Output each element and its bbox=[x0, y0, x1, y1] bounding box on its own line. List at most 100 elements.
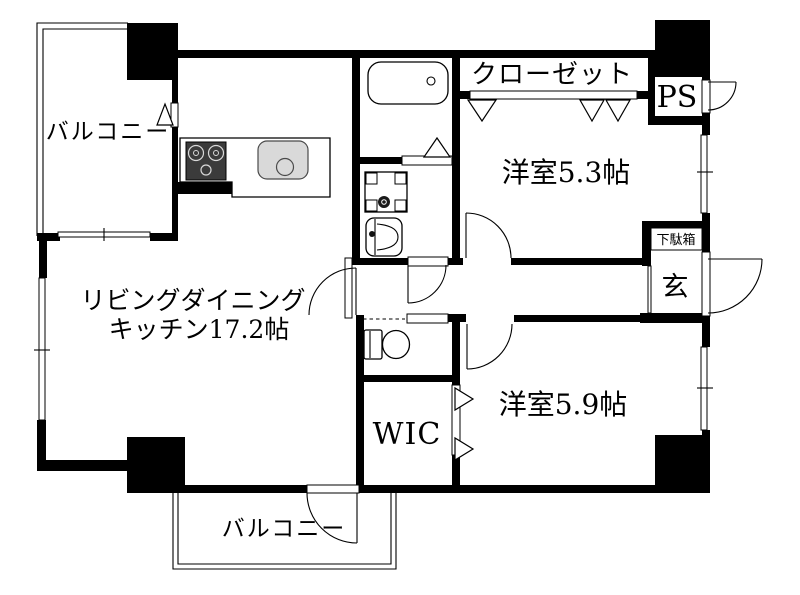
wall-central-right bbox=[452, 50, 460, 265]
washing-pan-drain bbox=[378, 196, 390, 208]
washing-pan-corner bbox=[394, 199, 407, 212]
washing-pan-corner bbox=[394, 172, 407, 185]
balcony-top-inner-line bbox=[42, 28, 128, 236]
wall-hall-top-c bbox=[511, 258, 643, 265]
bathroom-door-marker bbox=[422, 136, 452, 158]
door-openings bbox=[170, 79, 711, 494]
wall-central-left-lower bbox=[356, 315, 364, 493]
shoe-cabinet-box bbox=[650, 227, 703, 251]
balcony-top-outline bbox=[36, 22, 128, 236]
wall-hall-top-a bbox=[352, 258, 408, 265]
pillar-bottom-left bbox=[127, 437, 185, 493]
wall-ldk-left-lower bbox=[37, 420, 46, 465]
bedroom-a-door-arc bbox=[465, 212, 512, 259]
pillar-top-left bbox=[127, 23, 178, 80]
wall-hall-top-b bbox=[448, 258, 466, 265]
bathtub bbox=[367, 61, 449, 105]
room-labels: バルコニー クローゼット PS 洋室5.3帖 リビングダイニング キッチン17.… bbox=[46, 60, 698, 542]
wall-right-3 bbox=[702, 318, 710, 347]
kitchen-sink-drain bbox=[275, 157, 295, 177]
window-ldk-left bbox=[38, 277, 46, 421]
label-bedroom-a: 洋室5.3帖 bbox=[502, 156, 631, 189]
washing-pan-corner bbox=[365, 172, 378, 185]
front-door-gap bbox=[701, 251, 711, 317]
label-bedroom-b: 洋室5.9帖 bbox=[499, 388, 628, 421]
washbasin-faucet bbox=[369, 231, 375, 237]
closet-rail-cap-left bbox=[460, 91, 470, 99]
wall-balcony-bottom-left bbox=[37, 233, 60, 241]
wall-central-left-upper bbox=[352, 58, 360, 258]
wall-hall-bottom-a bbox=[448, 314, 467, 322]
bedroom-b-door-arc bbox=[466, 323, 513, 370]
bathtub-drain bbox=[426, 76, 436, 86]
wall-ldk-bottom-right bbox=[185, 485, 307, 493]
toilet-tank bbox=[363, 329, 383, 360]
closet-door-marker bbox=[604, 99, 632, 123]
label-ps: PS bbox=[657, 80, 698, 115]
wall-top bbox=[178, 50, 655, 58]
bedroom-b-door-gap bbox=[466, 314, 514, 323]
label-ldk-line2: キッチン17.2帖 bbox=[109, 315, 290, 344]
ps-door-gap bbox=[701, 79, 711, 114]
wic-door-marker bbox=[454, 386, 475, 412]
kitchen-balcony-door bbox=[170, 102, 179, 128]
bedroom-a-door-gap bbox=[463, 256, 511, 266]
closet-door-marker bbox=[466, 99, 498, 123]
washbasin bbox=[365, 217, 403, 257]
ps-door-arc bbox=[707, 81, 737, 111]
washbasin-outline bbox=[365, 217, 403, 257]
balcony-bottom-outline bbox=[172, 493, 397, 570]
wall-hall-bottom-b bbox=[514, 315, 643, 322]
wall-entrance-bottom bbox=[640, 313, 710, 323]
label-wic: WIC bbox=[373, 417, 442, 452]
washroom-door-arc bbox=[407, 264, 447, 304]
front-door-arc bbox=[707, 258, 763, 314]
kitchen-counter bbox=[179, 137, 331, 198]
label-balcony-bottom: バルコニー bbox=[222, 516, 347, 542]
window-bedroom-a bbox=[700, 134, 708, 214]
hall-ldk-doorframe bbox=[344, 257, 353, 319]
pillar-top-right bbox=[655, 20, 710, 77]
stove-burner bbox=[187, 144, 205, 162]
balcony-bottom-inner-line bbox=[177, 493, 392, 565]
closet-door-marker bbox=[578, 99, 606, 123]
washing-pan-drain-inner bbox=[381, 199, 387, 205]
label-balcony-top: バルコニー bbox=[46, 119, 171, 145]
wic-door-marker bbox=[454, 436, 475, 462]
wall-right-4 bbox=[702, 430, 710, 440]
wall-wic-right-lower bbox=[452, 455, 460, 493]
wall-ps-left bbox=[648, 58, 655, 116]
doors bbox=[156, 81, 763, 544]
wall-balcony-right-bottom bbox=[172, 194, 178, 233]
washroom-door-sill bbox=[407, 256, 449, 267]
wall-ps-bottom bbox=[648, 116, 710, 125]
stove-burner-center bbox=[213, 150, 219, 156]
kitchen-balcony-door-marker bbox=[156, 102, 174, 126]
stove-burner-center bbox=[193, 150, 199, 156]
balcony-top-outer-line bbox=[36, 22, 128, 236]
wall-toilet-wic-divider bbox=[360, 375, 460, 382]
closet-rail-cap-right bbox=[637, 91, 651, 99]
wall-bath-wash-divider bbox=[360, 157, 402, 164]
pillar-bottom-right bbox=[655, 435, 710, 493]
wall-balcony-bottom-right bbox=[150, 233, 178, 241]
wall-shoebox-top bbox=[642, 221, 702, 228]
washing-machine-pan bbox=[364, 171, 408, 213]
walls bbox=[37, 50, 710, 493]
wall-entrance-left bbox=[642, 221, 651, 266]
wall-toilet-right bbox=[452, 315, 460, 385]
stove bbox=[185, 141, 227, 181]
windows bbox=[34, 134, 713, 431]
balcony-door-sill bbox=[306, 484, 360, 494]
pillars bbox=[127, 20, 710, 493]
wall-balcony-right-lower bbox=[172, 127, 178, 182]
balcony-door-arc bbox=[306, 492, 358, 544]
entrance-step-edge bbox=[647, 265, 652, 314]
label-ldk-line1: リビングダイニング bbox=[80, 286, 305, 315]
label-shoe-cabinet: 下駄箱 bbox=[656, 232, 695, 248]
stove-burner bbox=[207, 144, 225, 162]
wall-ldk-left-upper bbox=[39, 233, 47, 278]
balcony-bottom-outer-line bbox=[172, 493, 397, 570]
toilet bbox=[363, 329, 411, 360]
